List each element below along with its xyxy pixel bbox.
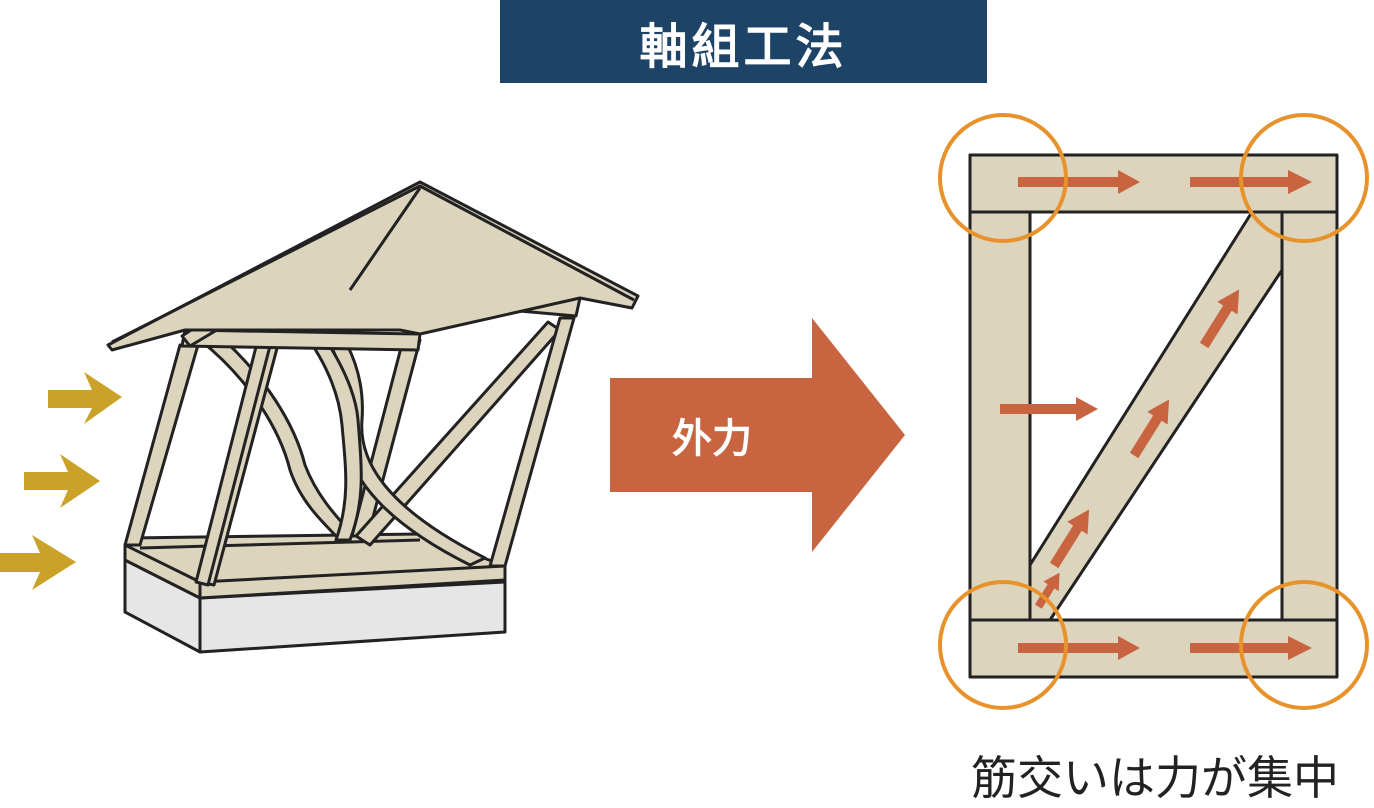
stress-arrow-icon xyxy=(1129,399,1170,459)
wind-arrow-icon xyxy=(24,454,100,508)
joint-circle-icon xyxy=(1239,580,1369,710)
house-frame-illustration xyxy=(106,180,640,654)
stress-arrow-icon xyxy=(1049,509,1090,569)
wind-arrow-icon xyxy=(0,535,76,590)
stress-arrow-icon xyxy=(1199,289,1240,349)
joint-circles xyxy=(938,113,1369,710)
front-post-left xyxy=(123,343,200,547)
wind-arrows xyxy=(0,372,122,590)
front-post-right xyxy=(488,316,576,568)
joint-circle-icon xyxy=(1239,113,1369,243)
wind-arrow-icon xyxy=(48,372,122,424)
stress-arrow-icon xyxy=(1018,170,1140,194)
roof xyxy=(106,180,640,352)
caption: 筋交いは力が集中 xyxy=(971,751,1339,805)
frame-right-post xyxy=(1280,210,1339,622)
joint-circle-icon xyxy=(938,580,1068,710)
stress-arrow-icon xyxy=(1000,397,1098,421)
force-label: 外力 xyxy=(672,416,752,462)
force-arrow-icon xyxy=(610,318,905,552)
joint-circle-icon xyxy=(938,113,1068,243)
frame-left-post xyxy=(968,210,1032,622)
stress-arrow-icon xyxy=(1018,636,1140,660)
top-beam-side xyxy=(180,328,422,352)
page-title: 軸組工法 xyxy=(500,0,987,83)
